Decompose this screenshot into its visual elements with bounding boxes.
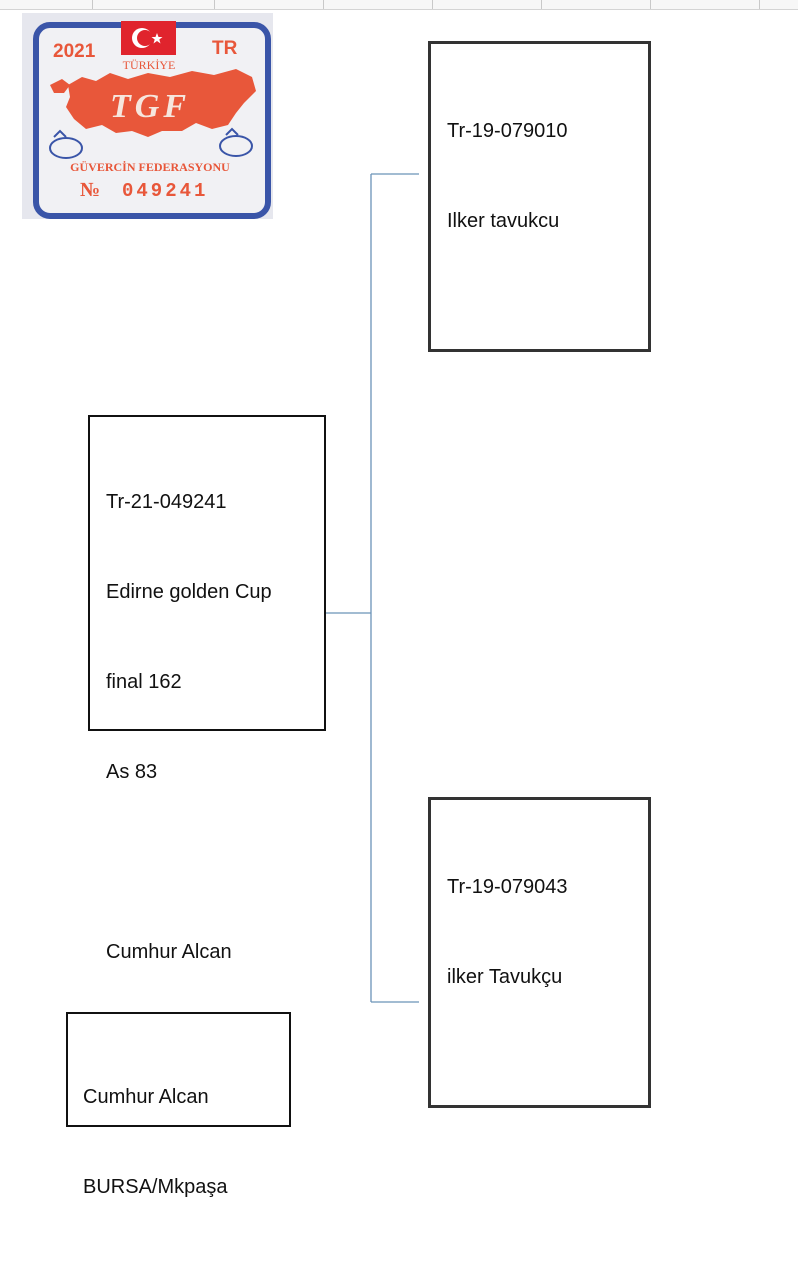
- subject-line: final 162: [106, 671, 182, 693]
- sticker-number-prefix: №: [80, 179, 100, 201]
- column-divider[interactable]: [541, 0, 542, 9]
- sticker-logo-text: TGF: [110, 88, 190, 125]
- sticker-country-code: TR: [212, 38, 238, 59]
- subject-line: Cumhur Alcan: [106, 941, 232, 963]
- subject-line: Edirne golden Cup: [106, 581, 272, 603]
- subject-line: As 83: [106, 761, 158, 783]
- ring-sticker-graphic: 2021 TR TÜRKİYE TGF GÜVERCİN FEDERASYONU…: [22, 13, 273, 219]
- sire-line: Tr-19-079010: [447, 120, 568, 142]
- subject-text: Tr-21-049241 Edirne golden Cup final 162…: [106, 427, 272, 1027]
- column-divider[interactable]: [214, 0, 215, 9]
- owner-line: BURSA/Mkpaşa: [83, 1176, 228, 1198]
- owner-text: Cumhur Alcan BURSA/Mkpaşa: [83, 1022, 228, 1262]
- subject-line: Tr-21-049241: [106, 491, 227, 513]
- sticker-year: 2021: [53, 41, 96, 62]
- sticker-number: 049241: [122, 180, 208, 202]
- sticker-federation: GÜVERCİN FEDERASYONU: [70, 160, 230, 174]
- dam-line: Tr-19-079043: [447, 876, 568, 898]
- turkey-map-icon: [66, 69, 256, 137]
- turkish-flag-icon: [121, 21, 176, 55]
- pigeon-box-sire[interactable]: Tr-19-079010 Ilker tavukcu: [428, 41, 651, 352]
- subject-line-blank: [106, 847, 272, 877]
- spreadsheet-column-strip: [0, 0, 798, 10]
- column-divider[interactable]: [759, 0, 760, 9]
- sticker-country: TÜRKİYE: [123, 58, 176, 72]
- dam-line: ilker Tavukçu: [447, 966, 563, 988]
- pigeon-emblem-icon: [49, 129, 83, 159]
- pigeon-emblem-icon: [219, 127, 253, 157]
- ring-sticker-image[interactable]: 2021 TR TÜRKİYE TGF GÜVERCİN FEDERASYONU…: [22, 13, 273, 219]
- sire-line: Ilker tavukcu: [447, 210, 560, 232]
- pigeon-box-dam[interactable]: Tr-19-079043 ilker Tavukçu: [428, 797, 651, 1108]
- owner-box[interactable]: Cumhur Alcan BURSA/Mkpaşa: [66, 1012, 291, 1198]
- dam-text: Tr-19-079043 ilker Tavukçu: [447, 812, 567, 1052]
- column-divider[interactable]: [650, 0, 651, 9]
- pigeon-box-subject[interactable]: Tr-21-049241 Edirne golden Cup final 162…: [88, 415, 326, 963]
- sire-text: Tr-19-079010 Ilker tavukcu: [447, 56, 567, 296]
- column-divider[interactable]: [323, 0, 324, 9]
- owner-line: Cumhur Alcan: [83, 1086, 209, 1108]
- column-divider[interactable]: [432, 0, 433, 9]
- column-divider[interactable]: [92, 0, 93, 9]
